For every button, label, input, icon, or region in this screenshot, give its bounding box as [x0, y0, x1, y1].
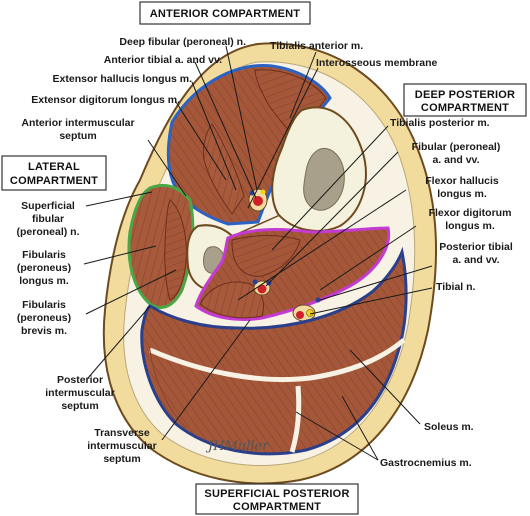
label-deep-fibular-nerve: Deep fibular (peroneal) n. [119, 36, 246, 48]
label-posterior-tibial-av-2: a. and vv. [452, 254, 499, 266]
label-superficial-fibular-n-3: (peroneal) n. [16, 226, 79, 238]
extensor-hallucis-longus-muscle [203, 123, 245, 215]
gastrocnemius-split-line [289, 385, 302, 453]
label-fibularis-longus-3: longus m. [19, 275, 69, 287]
label-flexor-digitorum-longus-1: Flexor digitorum [429, 207, 512, 219]
lateral-compartment-box [1, 155, 107, 191]
label-fibularis-longus-1: Fibularis [22, 249, 66, 261]
label-soleus: Soleus m. [424, 421, 474, 433]
label-flexor-hallucis-longus-1: Flexor hallucis [425, 175, 499, 187]
label-fibular-av-2: a. and vv. [432, 154, 479, 166]
label-fibularis-brevis-1: Fibularis [22, 299, 66, 311]
label-fibularis-brevis-2: (peroneus) [17, 312, 71, 324]
label-transverse-intermuscular-septum-2: intermuscular [87, 440, 156, 452]
label-posterior-intermuscular-septum-1: Posterior [57, 374, 103, 386]
superficial-posterior-compartment-outline [140, 246, 408, 456]
lateral-compartment-title-2: COMPARTMENT [10, 175, 98, 187]
superficial-posterior-compartment-title-1: SUPERFICIAL POSTERIOR [204, 488, 349, 500]
label-anterior-intermuscular-septum-2: septum [59, 130, 96, 142]
label-posterior-intermuscular-septum-2: intermuscular [45, 387, 114, 399]
deep-posterior-compartment-title-1: DEEP POSTERIOR [415, 89, 515, 101]
superficial-posterior-compartment-title-2: COMPARTMENT [233, 501, 321, 513]
label-tibialis-posterior: Tibialis posterior m. [390, 117, 490, 129]
anterior-compartment-title: ANTERIOR COMPARTMENT [150, 8, 301, 20]
gastrocnemius-lateral-head-line [149, 349, 187, 429]
anterior-tibial-artery [253, 196, 263, 206]
label-flexor-digitorum-longus-2: longus m. [445, 220, 495, 232]
label-superficial-fibular-n-1: Superficial [21, 200, 75, 212]
label-extensor-digitorum-longus: Extensor digitorum longus m. [31, 94, 180, 106]
posterior-tibial-vein [315, 297, 321, 303]
tibia-marrow [303, 148, 345, 211]
superficial-posterior-compartment-box [195, 483, 359, 515]
label-transverse-intermuscular-septum-3: septum [103, 453, 140, 465]
fibular-artery [257, 284, 267, 294]
label-tibialis-anterior: Tibialis anterior m. [270, 40, 363, 52]
fibular-vein [252, 279, 258, 285]
label-posterior-intermuscular-septum-3: septum [61, 400, 98, 412]
label-fibularis-longus-2: (peroneus) [17, 262, 71, 274]
artist-signature: JHMuller [205, 439, 269, 454]
deep-posterior-compartment-box [403, 83, 527, 117]
deep-posterior-compartment-title-2: COMPARTMENT [421, 102, 509, 114]
label-fibular-av-1: Fibular (peroneal) [412, 141, 501, 153]
posterior-tibial-artery [296, 311, 304, 319]
flexor-hallucis-longus-muscle [199, 281, 264, 319]
transverse-septum-line [148, 338, 406, 383]
tibialis-posterior-muscle [231, 235, 301, 277]
label-fibularis-brevis-3: brevis m. [21, 325, 67, 337]
label-extensor-hallucis-longus: Extensor hallucis longus m. [53, 73, 193, 85]
deep-fibular-nerve [260, 189, 266, 195]
label-transverse-intermuscular-septum-1: Transverse [94, 427, 150, 439]
label-gastrocnemius: Gastrocnemius m. [380, 457, 472, 469]
label-anterior-intermuscular-septum-1: Anterior intermuscular [21, 117, 134, 129]
label-interosseous-membrane: Interosseous membrane [316, 57, 438, 69]
leader-lines [83, 45, 433, 461]
lateral-compartment-title-1: LATERAL [28, 161, 80, 173]
fibularis-brevis-muscle [164, 199, 187, 301]
label-superficial-fibular-n-2: fibular [32, 213, 64, 225]
label-posterior-tibial-av-1: Posterior tibial [439, 241, 513, 253]
label-anterior-tibial-av: Anterior tibial a. and vv. [104, 54, 222, 66]
anterior-compartment-box [139, 1, 311, 25]
label-tibial-nerve: Tibial n. [436, 281, 476, 293]
label-flexor-hallucis-longus-2: longus m. [437, 188, 487, 200]
